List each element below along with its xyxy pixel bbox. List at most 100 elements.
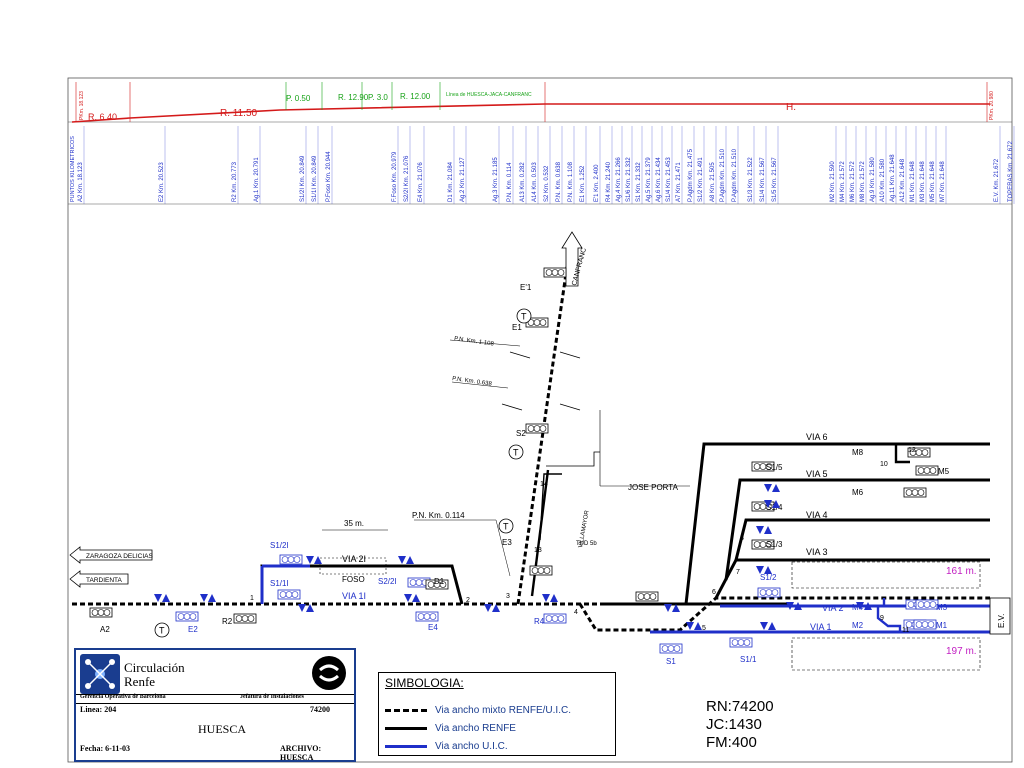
km-point-label: E2 Km. 20.523 (159, 162, 165, 202)
legend-item-uic: Via ancho U.I.C. (385, 741, 508, 752)
gradient-label: R. 11.50 (220, 108, 257, 119)
track-circuit-mark (764, 500, 772, 508)
switch-number: 2 (466, 597, 470, 604)
signal-label: M3 (936, 603, 948, 612)
legend-title: SIMBOLOGIA: (385, 676, 464, 690)
km-point-label: A8 Km. 21.505 (710, 162, 716, 202)
track-circuit-mark (208, 594, 216, 602)
track-circuit-mark (794, 602, 802, 610)
km-point-label: A2 Km. 18.123 (78, 162, 84, 202)
code-fm: FM:400 (706, 734, 757, 751)
track-circuit-mark (550, 594, 558, 602)
foso-label: FOSO (342, 575, 365, 584)
km-point-label: S1/5 Km. 21.567 (772, 157, 778, 202)
switch-number: 14 (540, 481, 548, 488)
direction-zaragoza: ZARAGOZA DELICIAS (86, 553, 153, 560)
km-point-label: P.Agdm Km. 21.510 (720, 148, 726, 202)
km-point-label: S1/2I Km. 20.849 (300, 155, 306, 202)
switch-number: 7 (736, 569, 740, 576)
km-point-label: E.V. Km. 21.672 (994, 158, 1000, 202)
km-point-label: D1 Km. 21.084 (448, 161, 454, 202)
gradient-profile-line (71, 103, 990, 123)
switch-number: 12 (908, 447, 916, 454)
km-point-label: S1/2 Km. 21.491 (698, 157, 704, 202)
code-rn: RN:74200 (706, 698, 774, 715)
code-jc: JC:1430 (706, 716, 762, 733)
arrow-zaragoza (69, 546, 153, 564)
subtitle-left: Gerencia Operativa de Barcelona (80, 694, 166, 700)
sheet-frame (67, 77, 1013, 763)
km-point-label: E'1 Km. 2.400 (594, 164, 600, 202)
legend-box: SIMBOLOGIA: Via ancho mixto RENFE/U.I.C.… (378, 672, 616, 756)
km-point-label: A7 Km. 21.471 (676, 162, 682, 202)
gradient-label: H. (786, 102, 796, 113)
km-point-label: Ag.11 Km. 21.648 (890, 154, 896, 202)
km-marker: PKm. 18.123 (79, 91, 85, 120)
signal-label: E3 (502, 538, 512, 547)
km-point-label: P.Agdm Km. 21.475 (688, 148, 694, 202)
pn-0114: P.N. Km. 0.114 (412, 511, 465, 520)
km-point-label: S1/4 Km. 21.567 (760, 157, 766, 202)
green-note: Línea de HUESCA-JACA-CANFRANC (446, 92, 532, 98)
signal-label: A2 (100, 625, 110, 634)
title-block: Circulación Renfe Gerencia Operativa de … (74, 648, 356, 762)
km-point-label: M7 Km. 21.648 (940, 161, 946, 202)
km-point-label: M5 Km. 21.648 (930, 161, 936, 202)
km-point-label: R4 Km. 21.240 (606, 161, 612, 202)
track-circuit-mark (756, 566, 764, 574)
level-crossing-barrier-icon (509, 351, 531, 359)
km-point-label: Ag.4 Km. 21.266 (616, 157, 622, 202)
gradient-label: R. 6.40 (88, 112, 117, 122)
track-circuit-mark (786, 602, 794, 610)
switch-number: 6 (712, 589, 716, 596)
signal-label: M1 (936, 621, 948, 630)
via-6-track (684, 442, 990, 605)
track-circuit-mark (406, 556, 414, 564)
level-crossing-barrier-icon (501, 403, 523, 411)
track-circuit-mark (306, 556, 314, 564)
signal-label: S1/2 (760, 573, 777, 582)
km-point-label: P.N. Km. 0.638 (556, 161, 562, 202)
renfe-network-logo-icon (80, 654, 120, 694)
km-point-label: P.Foso Km. 20.944 (326, 151, 332, 202)
track-circuit-mark (764, 526, 772, 534)
km-point-label: S1/6 Km. 21.332 (626, 157, 632, 202)
track-circuit-mark (764, 484, 772, 492)
gradient-label: R. 12.90 (338, 93, 369, 102)
signal-label: S1/3 (766, 540, 783, 549)
signal-label: S1/2I (270, 541, 289, 550)
track-circuit-mark (760, 622, 768, 630)
signal-label: E1 (512, 323, 522, 332)
via-label-2i: VIA 2I (342, 554, 366, 564)
transponder-icon (508, 444, 524, 460)
track-circuit-mark (542, 594, 550, 602)
signal-label: E'1 (520, 283, 532, 292)
km-point-label: E1 Km. 1.252 (580, 165, 586, 202)
legend-item-mixed: Via ancho mixto RENFE/U.I.C. (385, 705, 571, 716)
km-point-label: Ag.3 Km. 21.185 (493, 157, 499, 202)
track-circuit-mark (672, 604, 680, 612)
km-point-label: P.Agdm Km. 21.510 (732, 148, 738, 202)
signal-label: S1/5 (766, 463, 783, 472)
km-header: PUNTOS KILOMETRICOS (70, 136, 76, 202)
level-crossing-barrier-icon (559, 351, 581, 359)
track-circuit-mark (162, 594, 170, 602)
track-circuit-mark (484, 604, 492, 612)
switch-number: 11 (902, 627, 909, 634)
km-point-label: A12 Km. 21.648 (900, 158, 906, 202)
via-label-5: VIA 5 (806, 469, 828, 479)
plan-code: 74200 (310, 705, 330, 714)
via-label-1: VIA 1 (810, 622, 832, 632)
track-length: 197 m. (946, 646, 977, 657)
km-point-label: A14 Km. 0.503 (532, 162, 538, 202)
gradient-label: R. 12.00 (400, 92, 431, 101)
canfranc-arrow (561, 231, 583, 287)
end-of-track-label: E.V. (997, 614, 1006, 628)
track-circuit-mark (404, 594, 412, 602)
km-point-label: Ag.9 Km. 21.580 (870, 157, 876, 202)
signal-label: M2 (852, 621, 864, 630)
signal-label: S2/2I (378, 577, 397, 586)
signal-label: D1 (434, 577, 445, 586)
signal-label: M5 (938, 467, 950, 476)
